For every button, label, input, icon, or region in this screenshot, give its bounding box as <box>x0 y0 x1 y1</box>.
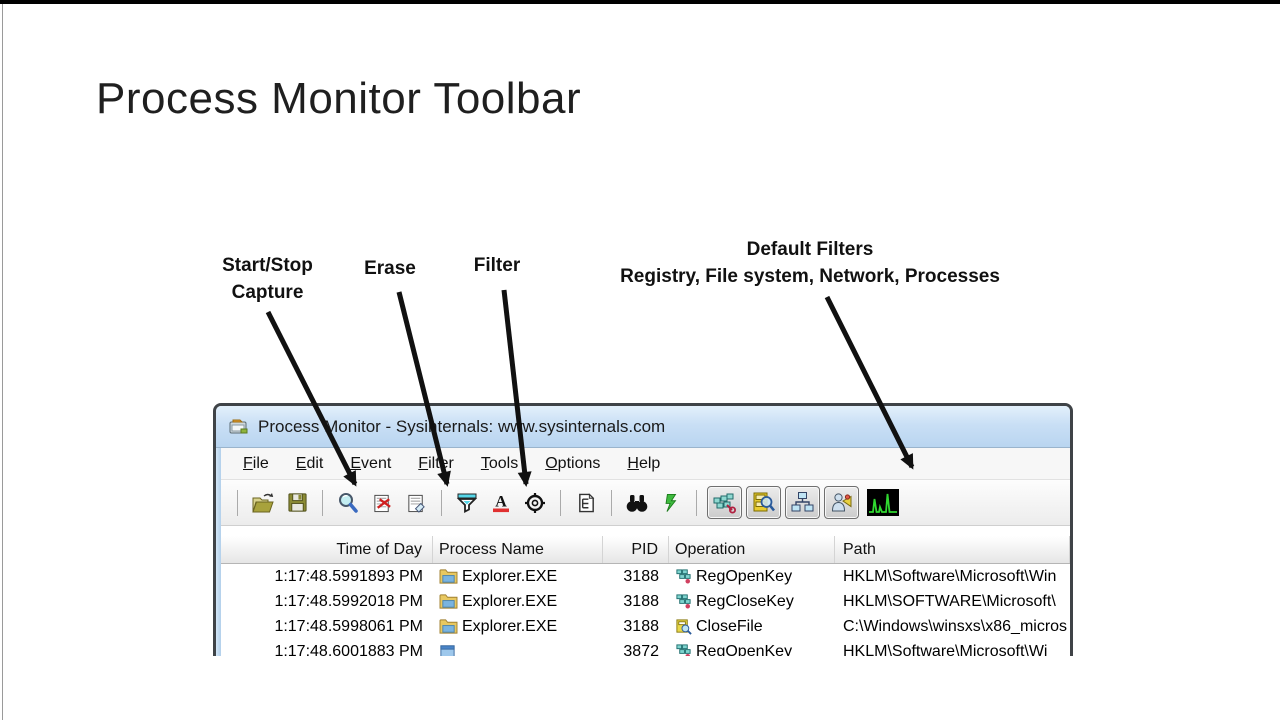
capture-button[interactable] <box>335 490 361 516</box>
process-filter-icon <box>831 493 852 512</box>
clear-button[interactable] <box>403 490 429 516</box>
annotation-erase: Erase <box>364 258 416 279</box>
menu-tools[interactable]: Tools <box>480 454 519 472</box>
open-button[interactable] <box>250 490 276 516</box>
jump-to-button[interactable] <box>658 490 684 516</box>
autoscroll-icon <box>373 494 391 512</box>
slide-title: Process Monitor Toolbar <box>96 74 582 123</box>
filter-button[interactable] <box>454 490 480 516</box>
capture-magnifier-icon <box>339 492 358 513</box>
show-profiling-toggle[interactable] <box>867 489 899 516</box>
header-process-name[interactable]: Process Name <box>433 536 603 563</box>
menu-help[interactable]: Help <box>627 454 661 472</box>
annotation-start-stop-capture: Start/Stop Capture <box>222 255 313 303</box>
highlight-icon: A <box>493 493 509 512</box>
menu-options[interactable]: Options <box>545 454 601 472</box>
save-icon <box>287 493 307 512</box>
process-tree-icon <box>578 492 594 512</box>
file-system-filter-icon <box>753 492 776 512</box>
menu-bar: File Edit Event Filter Tools Options Hel… <box>221 448 1070 480</box>
find-button[interactable] <box>624 490 650 516</box>
titlebar: Process Monitor - Sysinternals: www.sysi… <box>216 406 1070 448</box>
event-row[interactable]: 1:17:48.5991893 PM Explorer.EXE 3188 <box>274 567 1057 585</box>
annotation-filter: Filter <box>473 255 521 276</box>
window-frame-left <box>216 448 221 656</box>
header-path[interactable]: Path <box>835 536 1070 563</box>
jump-to-icon <box>665 493 677 512</box>
menu-edit[interactable]: Edit <box>295 454 324 472</box>
save-button[interactable] <box>284 490 310 516</box>
filter-funnel-icon <box>456 493 478 513</box>
profiling-filter-icon <box>867 489 899 516</box>
file-op-icon <box>675 618 692 635</box>
include-process-button[interactable] <box>522 490 548 516</box>
open-icon <box>252 492 274 512</box>
registry-op-icon <box>675 568 692 585</box>
explorer-folder-icon <box>439 593 458 610</box>
explorer-folder-icon <box>439 618 458 635</box>
menu-event[interactable]: Event <box>350 454 392 472</box>
registry-op-icon <box>675 593 692 610</box>
process-window-icon <box>439 643 456 656</box>
svg-text:A: A <box>495 493 507 510</box>
explorer-folder-icon <box>439 568 458 585</box>
slide-left-border <box>2 4 3 720</box>
toolbar: A <box>221 480 1070 526</box>
column-headers: Time of Day Process Name PID Operation P… <box>221 536 1070 564</box>
crosshair-target-icon <box>525 492 545 513</box>
registry-filter-icon <box>713 493 736 514</box>
procmon-app-icon <box>228 416 249 437</box>
event-list: 1:17:48.5991893 PM Explorer.EXE 3188 <box>221 564 1070 656</box>
show-registry-toggle[interactable] <box>707 486 742 519</box>
autoscroll-button[interactable] <box>369 490 395 516</box>
show-network-toggle[interactable] <box>785 486 820 519</box>
highlight-button[interactable]: A <box>488 490 514 516</box>
event-row-partial[interactable]: 1:17:48.6001883 PM 3872 <box>221 639 1070 656</box>
window-title: Process Monitor - Sysinternals: www.sysi… <box>258 416 666 436</box>
header-time-of-day[interactable]: Time of Day <box>221 536 433 563</box>
annotation-default-filters: Default Filters Registry, File system, N… <box>620 239 1000 287</box>
event-row[interactable]: 1:17:48.5992018 PM Explorer.EXE 3188 <box>274 592 1056 610</box>
menu-file[interactable]: File <box>243 454 269 472</box>
event-row[interactable]: 1:17:48.5998061 PM Explorer.EXE 3188 <box>274 617 1068 635</box>
header-operation[interactable]: Operation <box>669 536 835 563</box>
header-pid[interactable]: PID <box>603 536 669 563</box>
network-filter-icon <box>791 492 814 512</box>
clear-eraser-icon <box>407 494 425 513</box>
menu-filter[interactable]: Filter <box>418 454 454 472</box>
binoculars-find-icon <box>626 494 648 512</box>
registry-op-icon <box>675 643 692 656</box>
process-tree-button[interactable] <box>573 490 599 516</box>
show-file-system-toggle[interactable] <box>746 486 781 519</box>
show-process-thread-toggle[interactable] <box>824 486 859 519</box>
process-monitor-window: Process Monitor - Sysinternals: www.sysi… <box>213 403 1073 656</box>
letterbox-top <box>0 0 1280 4</box>
